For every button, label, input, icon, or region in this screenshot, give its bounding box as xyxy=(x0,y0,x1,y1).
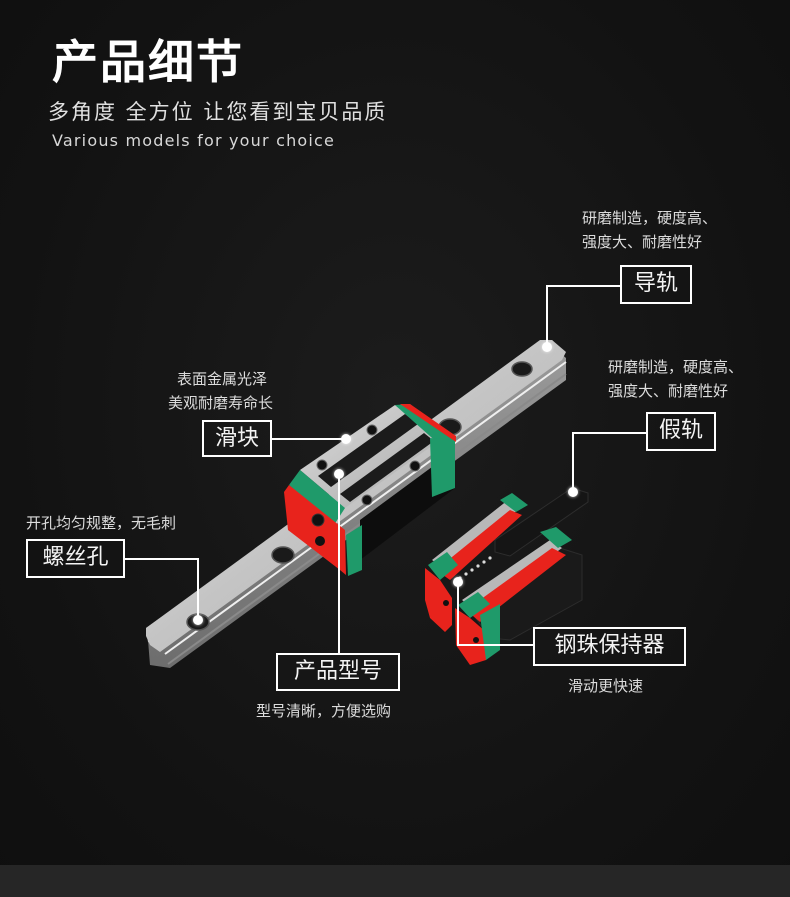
dummy-rail-desc-line2: 强度大、耐磨性好 xyxy=(608,382,729,400)
dummy-rail-marker xyxy=(568,487,578,497)
screw-hole-label: 螺丝孔 xyxy=(26,539,125,578)
screw-hole-desc: 开孔均匀规整，无毛刺 xyxy=(26,514,177,532)
ball-retainer-label: 钢珠保持器 xyxy=(533,627,686,666)
screw-hole-leader-h xyxy=(125,558,199,560)
page-subtitle: 多角度 全方位 让您看到宝贝品质 xyxy=(48,100,388,124)
model-number-label: 产品型号 xyxy=(276,653,400,691)
model-number-leader xyxy=(338,474,340,653)
guide-rail-leader-v xyxy=(546,285,548,347)
bottom-section-divider xyxy=(0,865,790,897)
ball-retainer-desc: 滑动更快速 xyxy=(568,677,644,695)
english-tagline: Various models for your choice xyxy=(52,131,336,150)
dummy-rail-leader-v xyxy=(572,432,574,492)
dummy-rail-desc-line1: 研磨制造，硬度高、 xyxy=(608,358,744,376)
guide-rail-desc-line2: 强度大、耐磨性好 xyxy=(582,233,703,251)
guide-rail-label: 导轨 xyxy=(620,265,692,304)
screw-hole-marker xyxy=(193,615,203,625)
slider-label: 滑块 xyxy=(202,420,272,457)
model-number-desc: 型号清晰，方便选购 xyxy=(256,702,392,720)
guide-rail-leader-h xyxy=(547,285,620,287)
guide-rail-marker xyxy=(542,342,552,352)
slider-block xyxy=(284,404,456,576)
screw-hole-leader-v xyxy=(197,558,199,620)
slider-desc-line2: 美观耐磨寿命长 xyxy=(168,394,274,412)
ball-retainer-assembly xyxy=(425,487,589,665)
ball-retainer-leader-h xyxy=(457,644,533,646)
ball-retainer-leader-v xyxy=(457,582,459,645)
slider-leader xyxy=(272,438,345,440)
slider-marker xyxy=(341,434,351,444)
guide-rail-desc-line1: 研磨制造，硬度高、 xyxy=(582,209,718,227)
page-title: 产品细节 xyxy=(52,35,244,89)
slider-desc-line1: 表面金属光泽 xyxy=(177,370,268,388)
dummy-rail-label: 假轨 xyxy=(646,412,716,451)
dummy-rail-leader-h xyxy=(573,432,646,434)
